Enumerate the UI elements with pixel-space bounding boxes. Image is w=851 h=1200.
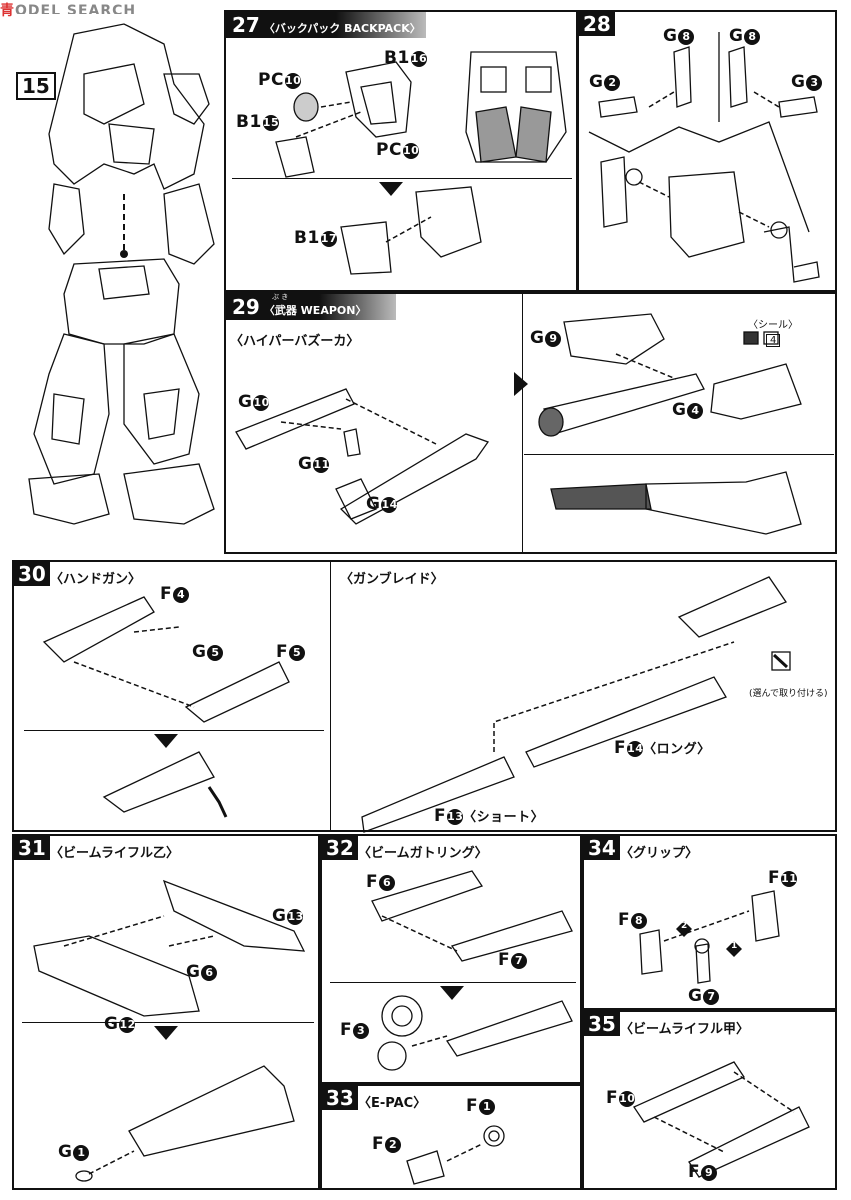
label-f14: F14〈ロング〉 <box>614 738 711 758</box>
step-29-panel: 29〈武器 WEAPON〉 ぶ き 〈ハイパーバズーカ〉 G10 G11 G14… <box>224 292 837 554</box>
label-pc10-bottom: PC10 <box>376 140 420 160</box>
label-g12: G12 <box>104 1014 136 1034</box>
label-b115: B115 <box>236 112 280 132</box>
choose-note: (選んで取り付ける) <box>749 689 828 699</box>
label-b117: B117 <box>294 228 338 248</box>
beam-gatling-diagram <box>371 870 573 1071</box>
step-27-panel: 27〈バックパック BACKPACK〉 PC10 B116 B115 PC10 … <box>224 10 578 292</box>
down-arrow <box>154 1026 178 1040</box>
step-32-title: 〈ビームガトリング〉 <box>358 846 488 861</box>
e-pac-diagram <box>406 1125 505 1185</box>
step-30-title: 〈ハンドガン〉 <box>50 572 142 587</box>
step-29-subtitle: 〈ハイパーバズーカ〉 <box>230 334 360 349</box>
label-g14: G14 <box>366 494 398 514</box>
step-15-panel: 15 <box>14 14 224 552</box>
step-30-divider <box>330 562 331 830</box>
step-28-diagram <box>588 32 820 283</box>
backpack-diagram <box>275 51 567 275</box>
step-31-separator <box>22 1022 314 1023</box>
step-27-separator <box>232 178 572 179</box>
step-32-separator <box>330 982 576 983</box>
down-arrow <box>440 986 464 1000</box>
step-35-title: 〈ビームライフル甲〉 <box>620 1022 749 1037</box>
label-f10: F10 <box>606 1088 636 1108</box>
step-30-separator <box>24 730 324 731</box>
step-31-title: 〈ビームライフル乙〉 <box>50 846 179 861</box>
step-29-ruby: ぶ き <box>272 293 289 301</box>
step-15-number: 15 <box>16 72 56 100</box>
right-arrow <box>514 372 528 396</box>
down-arrow <box>154 734 178 748</box>
step-30-subtitle: 〈ガンブレイド〉 <box>340 572 444 587</box>
label-pc10-top: PC10 <box>258 70 302 90</box>
handgun-gunblade-diagram <box>42 576 791 833</box>
grip-diagram <box>639 890 780 984</box>
step-32-number: 32 <box>322 836 358 860</box>
step-31-number: 31 <box>14 836 50 860</box>
step-33-number: 33 <box>322 1086 358 1110</box>
step-27-titlebar: 27〈バックパック BACKPACK〉 <box>226 12 426 38</box>
order-1: 1 <box>731 941 738 951</box>
label-g13: G13 <box>272 906 304 926</box>
beam-rifle-ko-diagram <box>633 1061 810 1178</box>
step-34-title: 〈グリップ〉 <box>620 846 699 861</box>
beam-rifle-otsu-diagram <box>33 879 306 1182</box>
step-29-titlebar: 29〈武器 WEAPON〉 <box>226 294 396 320</box>
label-f11: F11 <box>768 868 798 888</box>
label-g10: G10 <box>238 392 270 412</box>
mobile-suit-illustration <box>28 23 215 525</box>
label-g11: G11 <box>298 454 330 474</box>
weapon-bazooka-diagram <box>235 313 802 535</box>
label-b116: B116 <box>384 48 428 68</box>
step-30-number: 30 <box>14 562 50 586</box>
label-f13: F13〈ショート〉 <box>434 806 545 826</box>
step-33-title: 〈E-PAC〉 <box>358 1096 427 1111</box>
step-28-number: 28 <box>579 12 615 36</box>
step-35-number: 35 <box>584 1012 620 1036</box>
step-29-separator <box>524 454 834 455</box>
order-2: 2 <box>681 921 688 931</box>
step-29-divider <box>522 294 523 552</box>
seal-label: 〈シール〉 <box>748 320 798 331</box>
seal-number: 4 <box>766 334 781 347</box>
step-34-number: 34 <box>584 836 620 860</box>
down-arrow <box>379 182 403 196</box>
